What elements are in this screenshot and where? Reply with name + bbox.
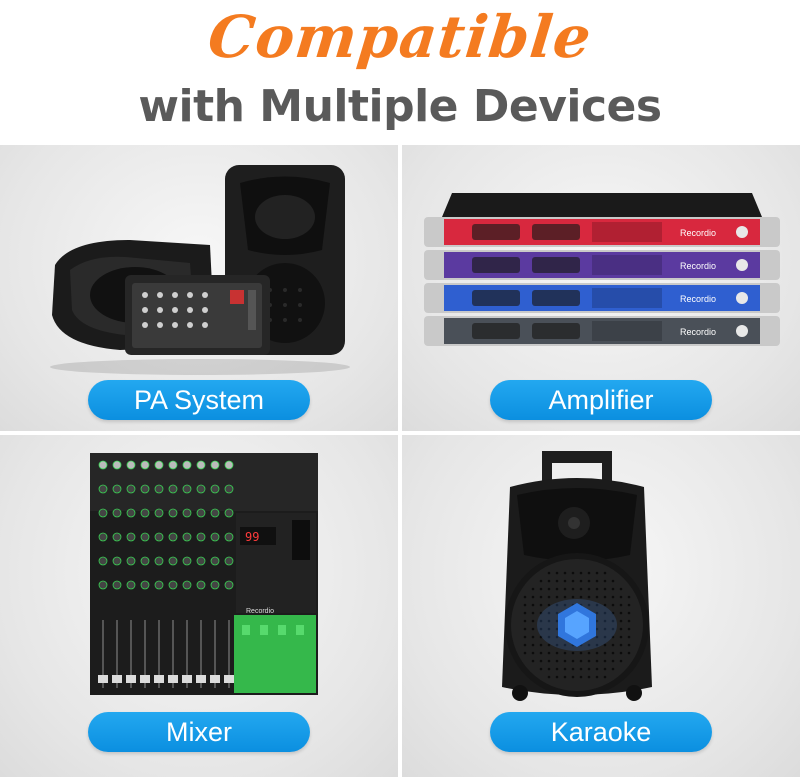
horizontal-divider [0, 431, 800, 435]
amplifier-unit: Recordio [424, 316, 780, 346]
pa-system-label[interactable]: PA System [88, 380, 310, 420]
mixer-channel [98, 460, 108, 688]
pa-system-icon [50, 165, 350, 375]
mixer-channel [140, 460, 150, 688]
amplifier-brand: Recordio [680, 261, 716, 271]
mixer-console-icon: 99 Recordio [90, 453, 318, 695]
header: Compatible with Multiple Devices [0, 0, 800, 145]
page-subtitle: with Multiple Devices [138, 81, 662, 132]
amplifier-label[interactable]: Amplifier [490, 380, 712, 420]
amplifier-unit: Recordio [424, 217, 780, 247]
karaoke-label[interactable]: Karaoke [490, 712, 712, 752]
amplifier-unit: Recordio [424, 250, 780, 280]
panel-mixer: 99 Recordio Mixer [0, 435, 398, 777]
mixer-channel [126, 460, 136, 688]
amplifier-brand: Recordio [680, 327, 716, 337]
vertical-divider [398, 145, 402, 777]
mixer-channel [154, 460, 164, 688]
mixer-channel [112, 460, 122, 688]
mixer-channel [224, 460, 234, 688]
mixer-channel [196, 460, 206, 688]
panel-karaoke: Karaoke [402, 435, 800, 777]
karaoke-speaker-icon [502, 451, 652, 701]
mixer-channel [168, 460, 178, 688]
mixer-label[interactable]: Mixer [88, 712, 310, 752]
panel-pa-system: PA System [0, 145, 398, 431]
mixer-channel [182, 460, 192, 688]
amplifier-brand: Recordio [680, 228, 716, 238]
amplifier-unit: Recordio [424, 283, 780, 313]
svg-text:99: 99 [245, 530, 259, 544]
mixer-channel [210, 460, 220, 688]
amplifier-brand: Recordio [680, 294, 716, 304]
page-title: Compatible [205, 3, 595, 71]
mixer-brand: Recordio [246, 608, 274, 615]
